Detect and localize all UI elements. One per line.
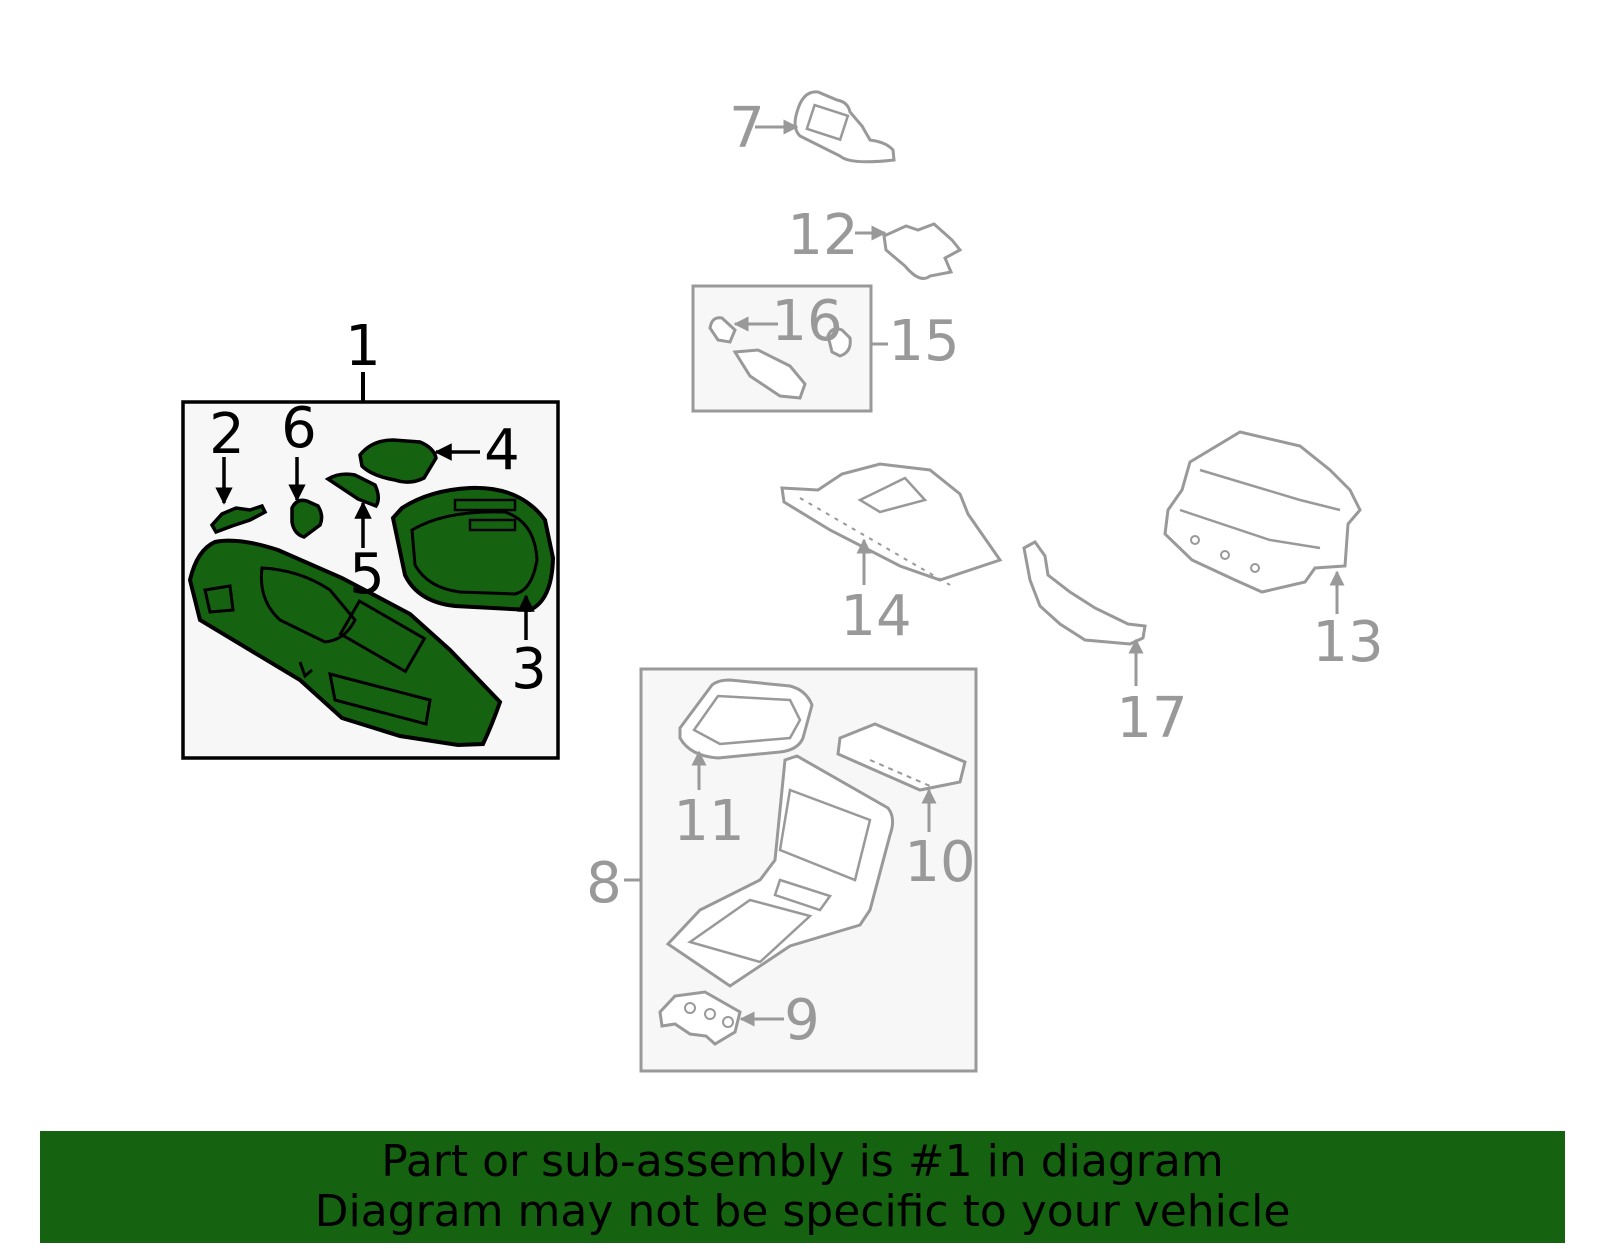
- callout-4[interactable]: 4: [484, 418, 520, 483]
- callout-11[interactable]: 11: [673, 789, 744, 854]
- part-10-lid[interactable]: [836, 722, 967, 792]
- info-banner: Part or sub-assembly is #1 in diagram Di…: [40, 1131, 1565, 1243]
- callout-7[interactable]: 7: [729, 96, 765, 161]
- part-15-pocket[interactable]: [732, 348, 807, 400]
- callout-12[interactable]: 12: [787, 203, 858, 268]
- instrument-panel-body[interactable]: [187, 538, 503, 748]
- callout-15[interactable]: 15: [888, 309, 959, 374]
- part-7[interactable]: [793, 90, 896, 164]
- part-12[interactable]: [882, 222, 963, 280]
- part-8-console[interactable]: [665, 754, 895, 988]
- part-2-bracket[interactable]: [209, 503, 268, 535]
- assembly-15-group[interactable]: [691, 284, 873, 413]
- callout-10[interactable]: 10: [904, 830, 975, 895]
- assembly-1-group[interactable]: [181, 372, 560, 760]
- part-14-glove-box[interactable]: [780, 462, 1003, 586]
- part-5[interactable]: [324, 472, 380, 509]
- banner-line-1: Part or sub-assembly is #1 in diagram: [381, 1136, 1224, 1187]
- part-17-bracket[interactable]: [1022, 540, 1147, 646]
- assembly-8-group[interactable]: [639, 667, 978, 1073]
- callout-13[interactable]: 13: [1312, 610, 1383, 675]
- callout-16[interactable]: 16: [771, 289, 842, 354]
- callout-2[interactable]: 2: [209, 402, 245, 467]
- callout-5[interactable]: 5: [349, 542, 385, 607]
- part-3-cluster-hood[interactable]: [390, 485, 556, 613]
- callout-8[interactable]: 8: [586, 851, 622, 916]
- part-4[interactable]: [358, 438, 438, 484]
- callout-17[interactable]: 17: [1116, 686, 1187, 751]
- part-16[interactable]: [708, 316, 737, 344]
- callout-3[interactable]: 3: [511, 637, 547, 702]
- callout-6[interactable]: 6: [281, 396, 317, 461]
- part-9-bracket[interactable]: [658, 990, 742, 1046]
- callout-9[interactable]: 9: [784, 988, 820, 1053]
- part-13-reinforcement[interactable]: [1163, 430, 1362, 594]
- callout-14[interactable]: 14: [840, 584, 911, 649]
- callout-1[interactable]: 1: [345, 314, 381, 379]
- banner-line-2: Diagram may not be specific to your vehi…: [314, 1186, 1291, 1237]
- part-15-clip[interactable]: [826, 327, 852, 358]
